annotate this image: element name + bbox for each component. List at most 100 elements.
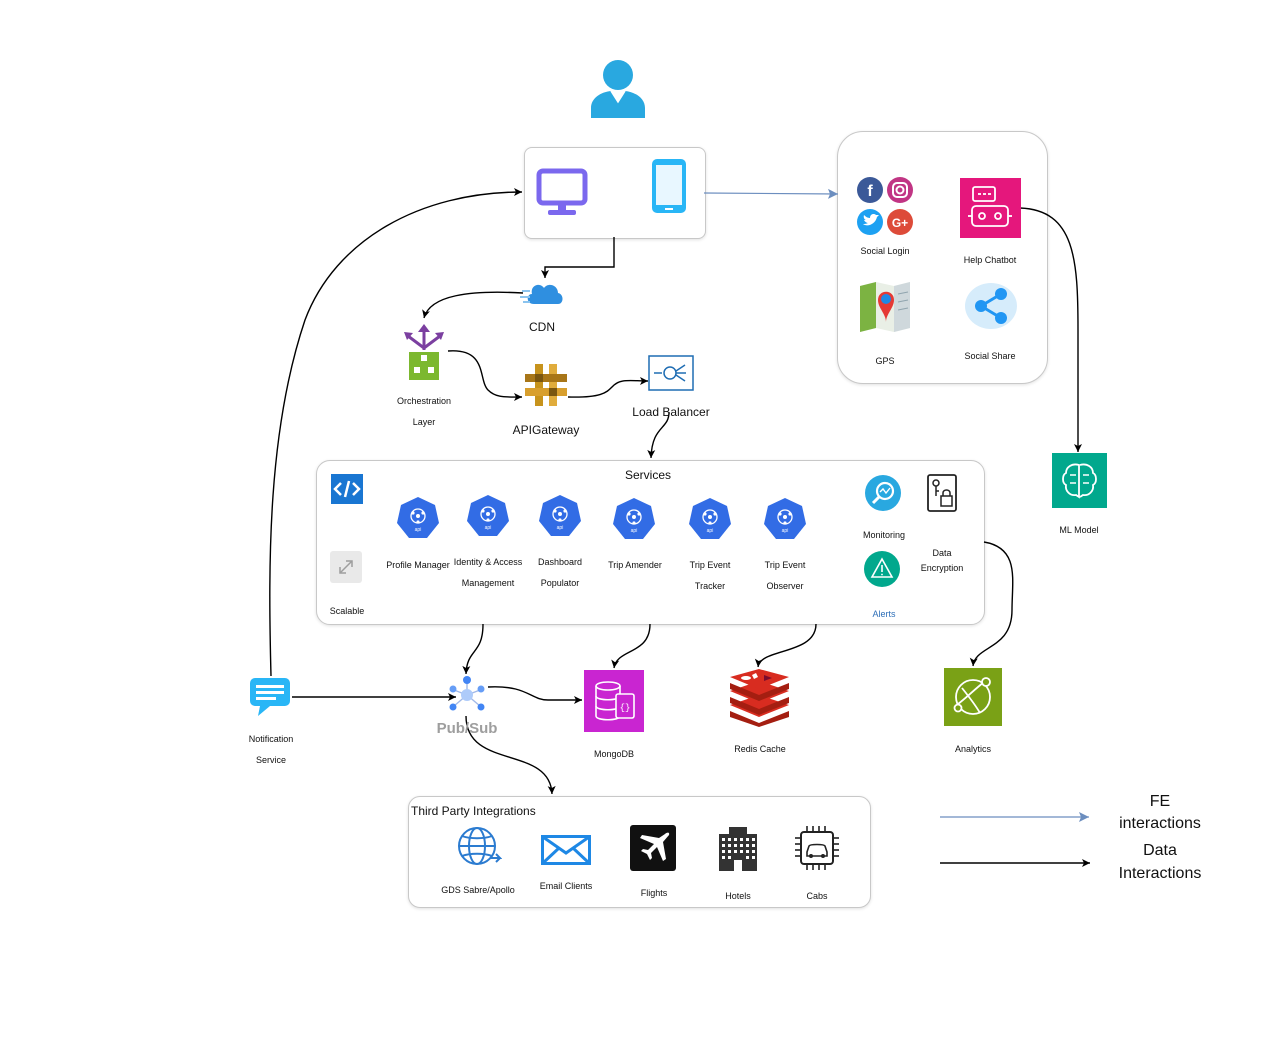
data-encryption-icon xyxy=(927,474,957,512)
cdn-label: CDN xyxy=(529,320,555,334)
social-share-label: Social Share xyxy=(964,351,1016,361)
profile-manager-api-icon: api xyxy=(397,497,439,538)
svg-text:api: api xyxy=(782,528,789,534)
api-gateway-icon xyxy=(525,364,567,406)
orchestration-label-1: Orchestration xyxy=(396,396,452,406)
profile-manager-label: Profile Manager xyxy=(386,560,450,570)
svg-text:api: api xyxy=(707,528,714,534)
edge-notification-devices xyxy=(269,188,523,677)
trip-event-tracker-api-icon: api xyxy=(689,498,731,539)
mongodb-icon: {} xyxy=(584,670,644,732)
mongodb-label: MongoDB xyxy=(593,749,635,759)
dashboard-label-2: Populator xyxy=(540,578,580,588)
legend-fe-label-2: interactions xyxy=(1119,815,1201,832)
flights-label: Flights xyxy=(640,888,668,898)
trip-tracker-label-2: Tracker xyxy=(694,581,726,591)
svg-text:api: api xyxy=(557,525,564,531)
ml-model-icon xyxy=(1052,453,1107,508)
scalable-icon xyxy=(330,551,362,583)
social-share-icon xyxy=(965,283,1017,329)
load-balancer-label: Load Balancer xyxy=(632,405,710,419)
svg-text:api: api xyxy=(631,528,638,534)
identity-access-api-icon: api xyxy=(467,495,509,536)
social-login-label: Social Login xyxy=(860,246,910,256)
legend-data-label-2: Interactions xyxy=(1118,865,1202,882)
notification-icon xyxy=(250,678,290,716)
gps-label: GPS xyxy=(875,356,895,366)
alerts-label: Alerts xyxy=(872,609,896,619)
edge-services-redis xyxy=(754,623,817,668)
hotels-icon xyxy=(719,827,757,871)
client-features-box xyxy=(837,131,1048,384)
orchestration-label-2: Layer xyxy=(412,417,436,427)
analytics-label: Analytics xyxy=(954,744,991,754)
services-title: Services xyxy=(624,468,671,482)
dashboard-populator-api-icon: api xyxy=(539,495,581,536)
analytics-icon xyxy=(944,668,1002,726)
load-balancer-icon xyxy=(648,355,694,391)
user-icon xyxy=(591,60,645,118)
help-chatbot-label: Help Chatbot xyxy=(963,255,1017,265)
identity-label-1: Identity & Access xyxy=(453,557,523,567)
edge-services-mongo xyxy=(611,623,651,669)
gps-map-icon xyxy=(860,282,910,332)
redis-label: Redis Cache xyxy=(734,744,786,754)
edge-pubsub-thirdparty xyxy=(465,715,556,795)
email-icon xyxy=(541,835,591,865)
pubsub-label: Pub/Sub xyxy=(436,720,498,737)
desktop-icon xyxy=(536,168,588,215)
api-gateway-label: APIGateway xyxy=(512,423,580,437)
svg-text:api: api xyxy=(415,527,422,533)
ml-model-label: ML Model xyxy=(1059,525,1099,535)
encryption-label-2: Encryption xyxy=(920,563,964,573)
legend-fe-label-1: FE xyxy=(1149,793,1171,810)
encryption-label-1: Data xyxy=(932,548,952,558)
edge-devices-features xyxy=(703,188,839,199)
redis-icon xyxy=(730,669,789,727)
cdn-cloud-icon xyxy=(520,284,563,304)
email-label: Email Clients xyxy=(539,881,593,891)
trip-observer-label-1: Trip Event xyxy=(764,560,806,570)
cabs-label: Cabs xyxy=(806,891,828,901)
monitoring-label: Monitoring xyxy=(862,530,906,540)
legend-data-label-1: Data xyxy=(1143,842,1177,859)
notification-label-1: Notification xyxy=(248,734,294,744)
edge-lb-services xyxy=(647,411,670,459)
edge-chatbot-ml xyxy=(1019,207,1082,452)
trip-tracker-label-1: Trip Event xyxy=(689,560,731,570)
edge-pubsub-mongo xyxy=(487,686,582,704)
edge-services-pubsub xyxy=(462,623,484,675)
alerts-icon xyxy=(864,551,900,587)
edge-api-lb xyxy=(567,376,649,398)
edge-devices-cdn xyxy=(541,237,615,278)
chatbot-icon xyxy=(960,178,1021,238)
edge-orchestration-api xyxy=(447,350,523,402)
svg-text:G+: G+ xyxy=(892,216,908,230)
gds-label: GDS Sabre/Apollo xyxy=(441,885,515,895)
pubsub-icon xyxy=(449,676,485,711)
edge-services-analytics xyxy=(969,541,1014,667)
third-party-title: Third Party Integrations xyxy=(411,804,536,818)
trip-amender-api-icon: api xyxy=(613,498,655,539)
trip-observer-label-2: Observer xyxy=(766,581,804,591)
flights-icon xyxy=(630,825,676,871)
svg-text:{}: {} xyxy=(620,703,631,713)
cabs-icon xyxy=(795,826,839,870)
code-icon xyxy=(331,474,363,504)
mobile-icon xyxy=(652,159,686,213)
trip-amender-label: Trip Amender xyxy=(608,560,662,570)
orchestration-icon xyxy=(404,324,444,380)
trip-event-observer-api-icon: api xyxy=(764,498,806,539)
identity-label-2: Management xyxy=(461,578,515,588)
monitoring-icon xyxy=(865,475,901,511)
social-login-icon: f G+ xyxy=(857,177,913,235)
edge-cdn-orchestration xyxy=(422,291,524,319)
notification-label-2: Service xyxy=(255,755,286,765)
dashboard-label-1: Dashboard xyxy=(537,557,583,567)
gds-globe-icon xyxy=(458,827,502,865)
svg-text:api: api xyxy=(485,525,492,531)
scalable-label: Scalable xyxy=(329,606,365,616)
hotels-label: Hotels xyxy=(725,891,751,901)
svg-text:f: f xyxy=(867,183,873,200)
